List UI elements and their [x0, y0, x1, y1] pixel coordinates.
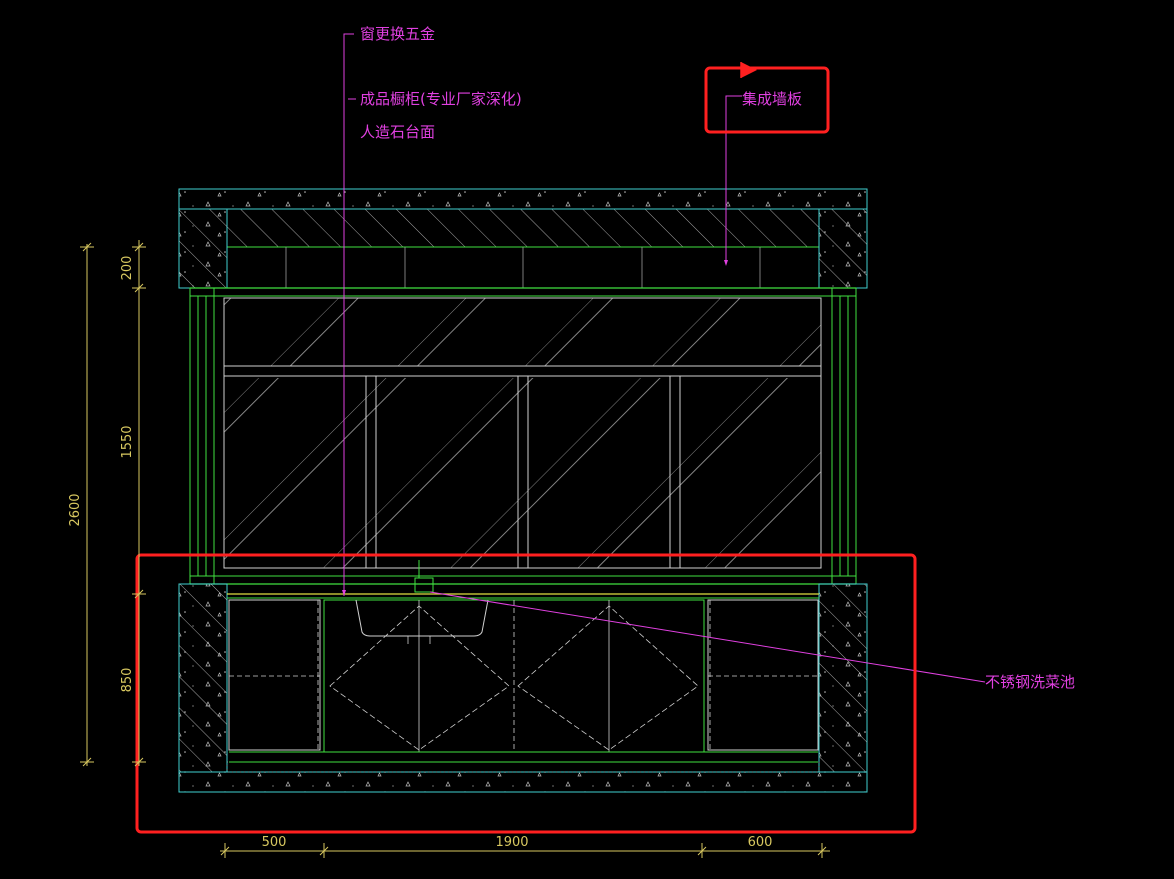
left-upper-wall: [178, 208, 228, 289]
highlight-box-wall-panel: [704, 66, 830, 134]
window-glass: [223, 297, 822, 569]
dim-upper-height: 200: [120, 256, 135, 281]
label-countertop: 人造石台面: [360, 123, 435, 141]
vertical-dimension-lines: [80, 240, 146, 767]
floor-slab: [178, 761, 868, 793]
dim-center-width: 1900: [495, 835, 528, 850]
upper-wall-panel: [226, 246, 820, 289]
window-frame: [189, 287, 857, 585]
dim-total-height: 2600: [68, 493, 83, 526]
label-sink: 不锈钢洗菜池: [985, 673, 1075, 691]
label-cabinet: 成品橱柜(专业厂家深化): [360, 90, 522, 108]
right-upper-wall: [818, 208, 868, 289]
highlight-box-cabinet-area: [135, 553, 917, 834]
label-wall-panel: 集成墙板: [742, 90, 802, 108]
left-lower-wall: [178, 583, 228, 773]
annotation-leaders: [343, 33, 986, 683]
dim-left-width: 500: [262, 835, 287, 850]
dim-right-width: 600: [748, 835, 773, 850]
dim-lower-height: 850: [120, 668, 135, 693]
right-lower-wall: [818, 583, 868, 773]
label-window-hardware: 窗更换五金: [360, 25, 435, 43]
arrow-heads: [342, 260, 728, 596]
top-slab: [178, 188, 868, 248]
red-flag-icon: [740, 62, 757, 78]
horizontal-dimension-lines: [220, 843, 830, 858]
dim-middle-height: 1550: [120, 425, 135, 458]
base-cabinets: [227, 560, 819, 763]
